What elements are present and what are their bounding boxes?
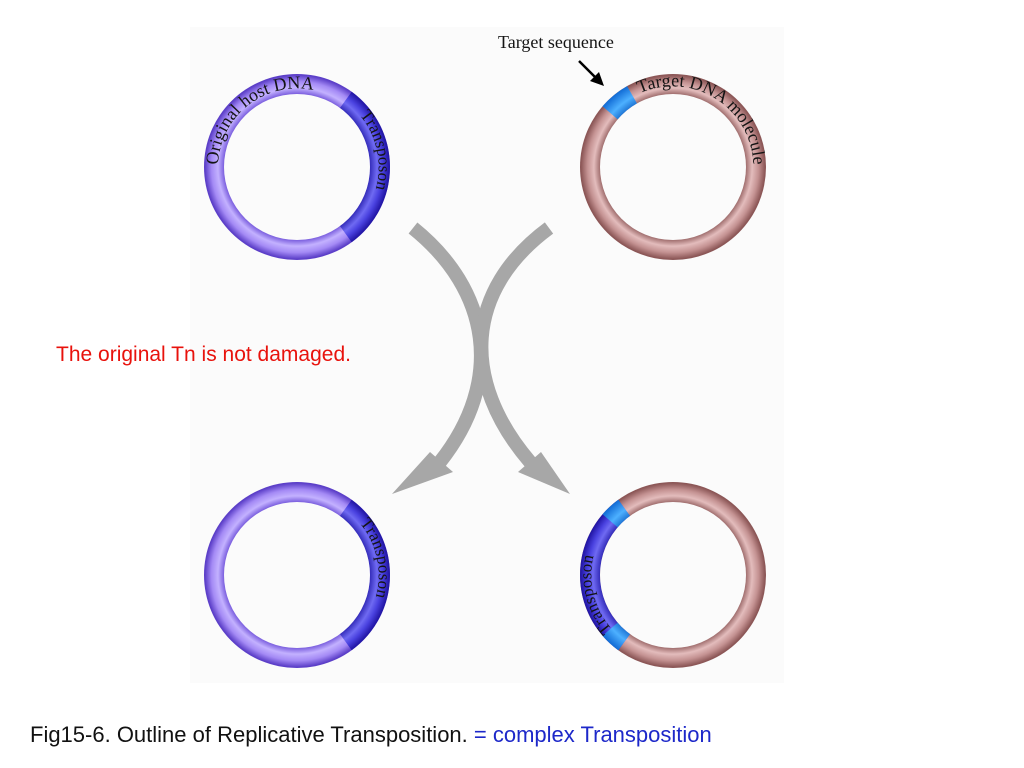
- target-sequence-segment: [602, 86, 637, 120]
- curved-arrow-icon: [392, 222, 488, 494]
- target-dna-ring-after: Transposon: [576, 482, 766, 668]
- black-arrow-icon: [578, 60, 604, 86]
- host-dna-ring-original: Original host DNA Transposon: [202, 72, 394, 260]
- transposon-segment: [580, 499, 631, 651]
- target-dna-ring-original: Target DNA molecule: [580, 70, 769, 260]
- host-dna-ring-after: Transposon: [204, 482, 394, 668]
- target-sequence-segment: [602, 622, 631, 651]
- target-sequence-label: Target sequence: [498, 32, 614, 52]
- caption-accent: = complex Transposition: [473, 722, 712, 747]
- figure-caption: Fig15-6. Outline of Replicative Transpos…: [30, 722, 712, 748]
- transposon-segment: [339, 91, 390, 243]
- target-sequence-segment: [602, 499, 631, 528]
- curved-arrow-icon: [474, 222, 570, 494]
- original-tn-note: The original Tn is not damaged.: [56, 343, 351, 366]
- caption-main: Fig15-6. Outline of Replicative Transpos…: [30, 722, 468, 747]
- transposon-segment: [339, 499, 390, 651]
